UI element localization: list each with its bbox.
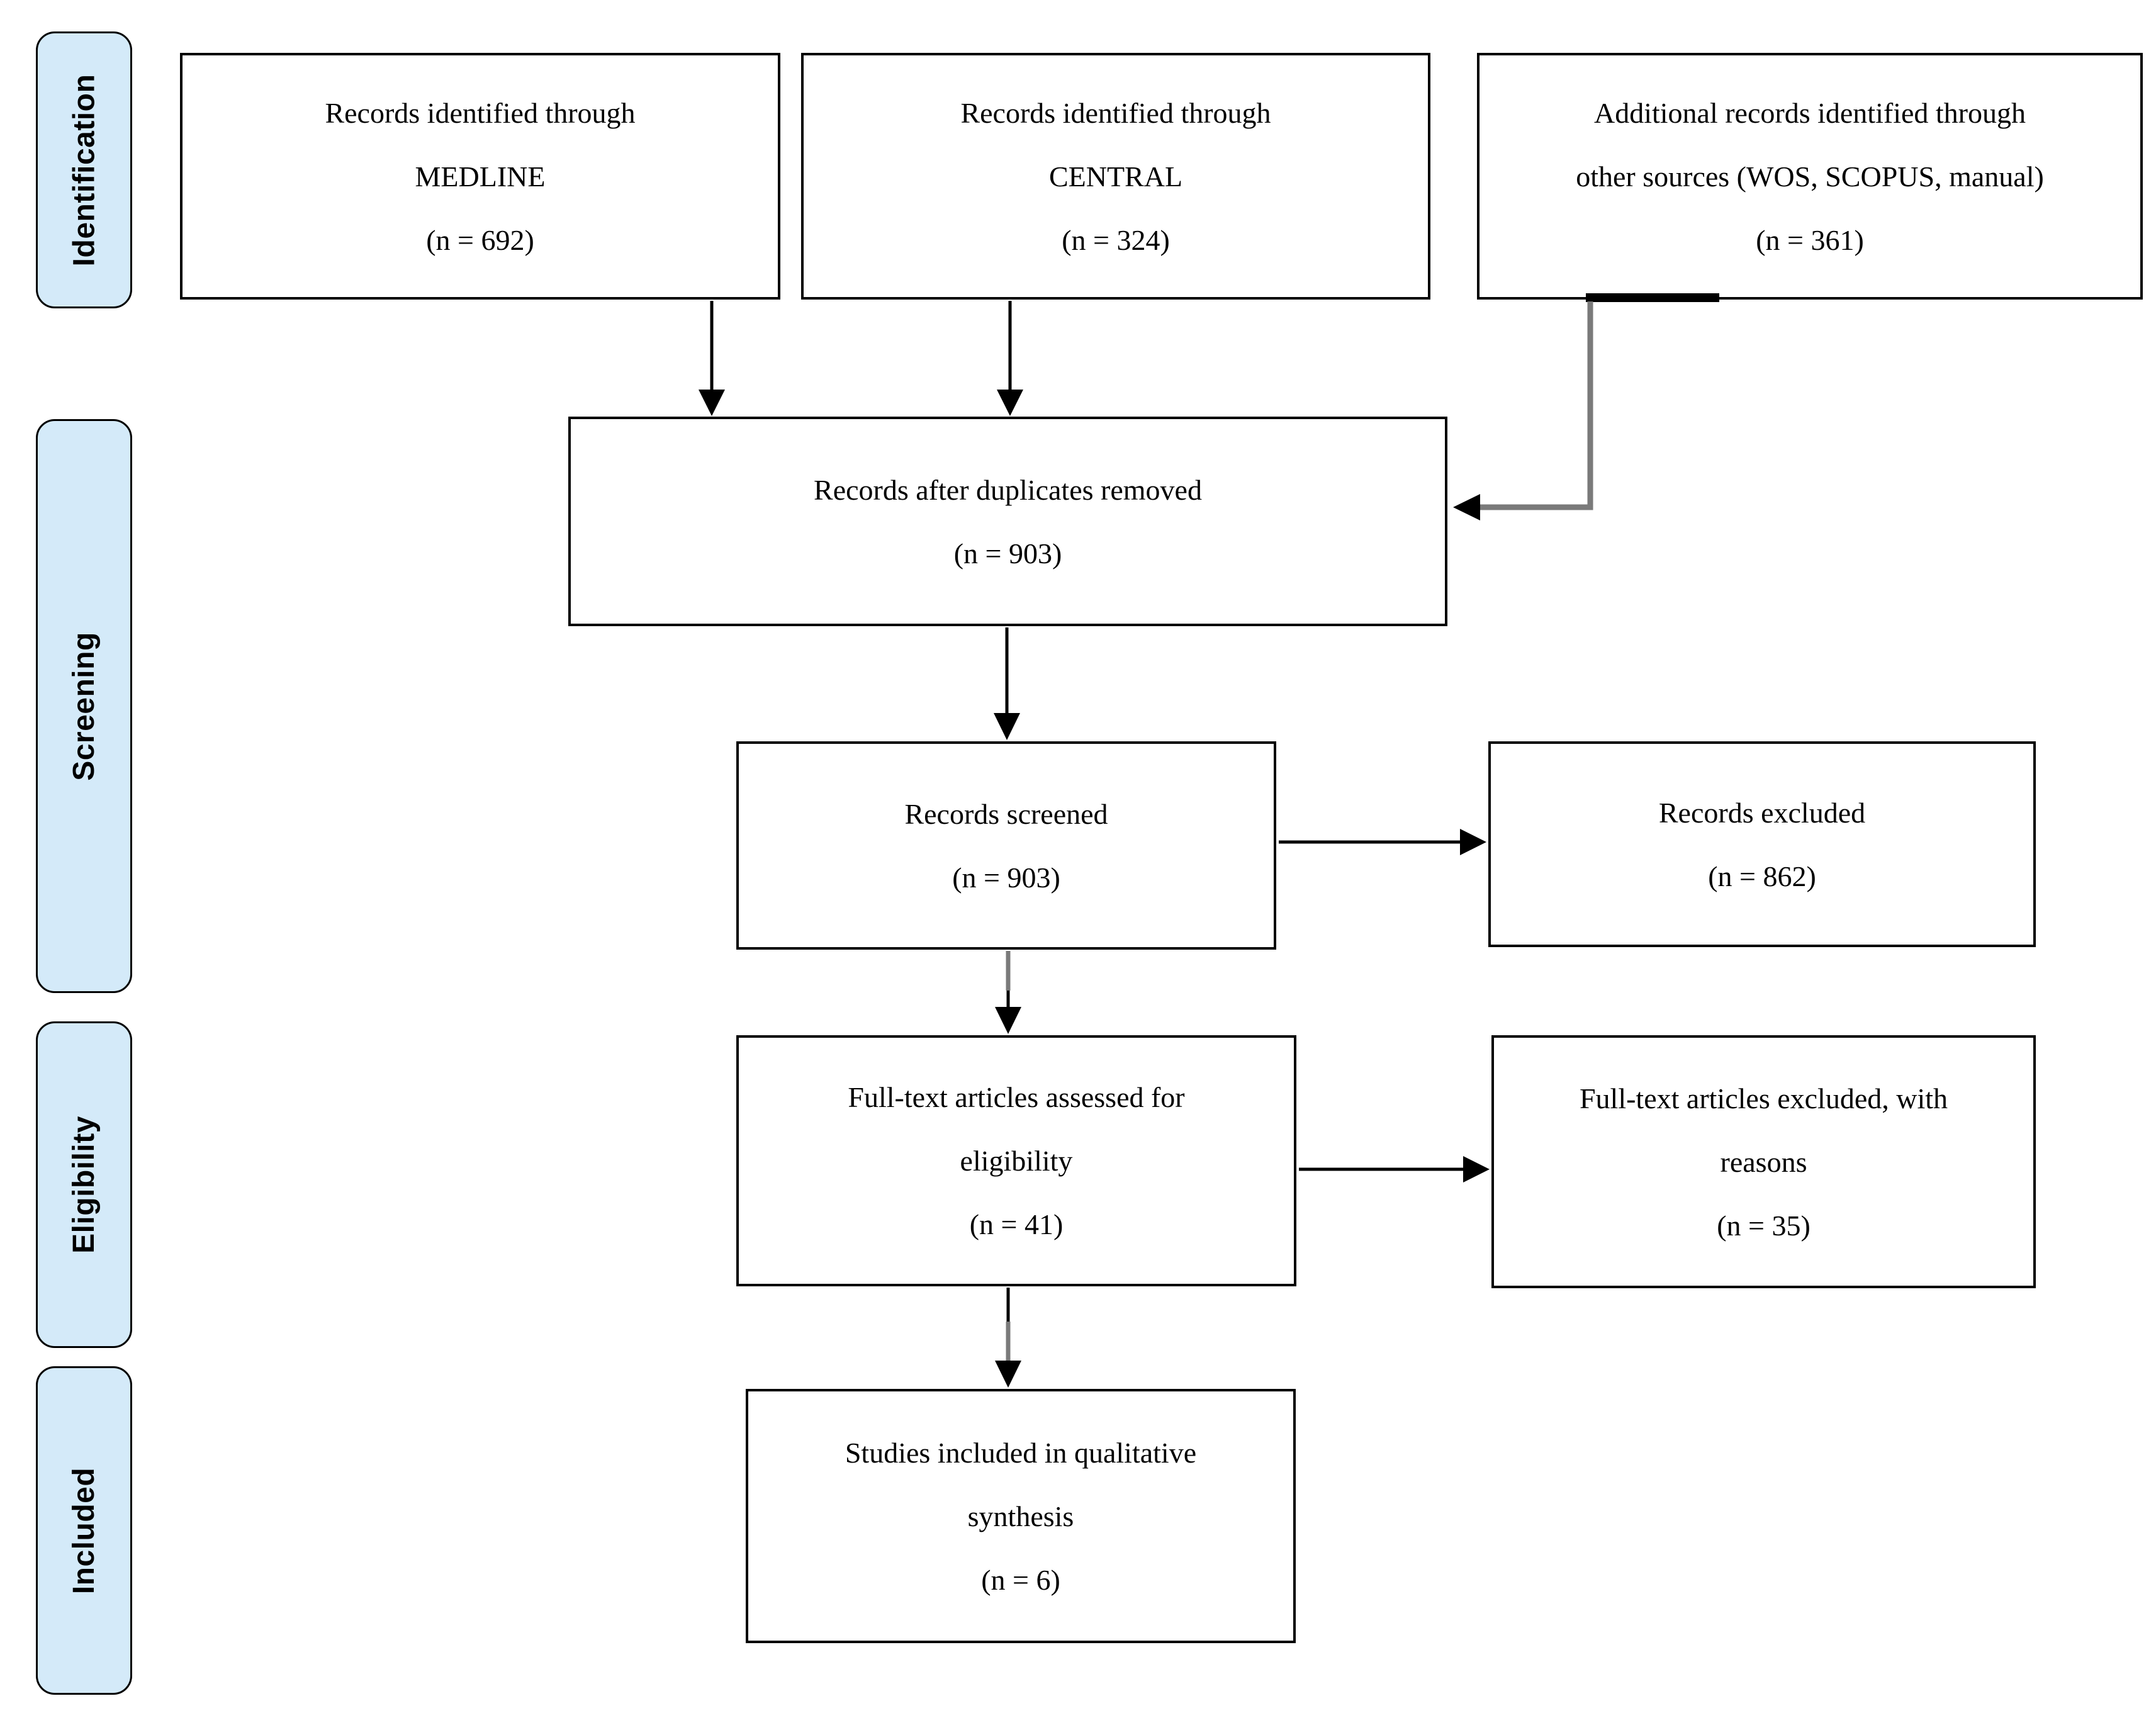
box-count: (n = 35) — [1717, 1209, 1811, 1242]
stage-identification: Identification — [36, 31, 132, 308]
arrow-screened-to-excluded — [1279, 829, 1486, 855]
box-text-line: other sources (WOS, SCOPUS, manual) — [1576, 160, 2044, 193]
box-text-line: eligibility — [960, 1145, 1073, 1177]
stage-screening: Screening — [36, 419, 132, 993]
stage-label: Identification — [67, 74, 101, 266]
box-count: (n = 41) — [969, 1208, 1064, 1240]
box-text-line: Full-text articles excluded, with — [1579, 1082, 1948, 1115]
arrowhead-down-icon — [995, 1361, 1021, 1388]
stage-label: Eligibility — [67, 1116, 101, 1254]
box-count: (n = 692) — [426, 223, 534, 256]
box-count: (n = 862) — [1708, 860, 1816, 892]
box-text-line: Records screened — [904, 797, 1108, 830]
box-text-line: Records after duplicates removed — [814, 473, 1202, 506]
arrowhead-right-icon — [1460, 829, 1486, 855]
box-text-line: reasons — [1720, 1145, 1807, 1178]
box-count: (n = 903) — [953, 537, 1062, 570]
arrow-additional-to-duplicates — [1453, 293, 1719, 520]
arrow-screened-to-fulltext — [995, 951, 1021, 1034]
box-count: (n = 6) — [981, 1563, 1060, 1596]
stage-label: Included — [67, 1467, 101, 1594]
box-text-line: Records identified through — [960, 96, 1271, 129]
box-records-central: Records identified through CENTRAL (n = … — [801, 53, 1430, 300]
box-fulltext-assessed: Full-text articles assessed for eligibil… — [736, 1035, 1296, 1286]
box-duplicates-removed: Records after duplicates removed (n = 90… — [568, 417, 1447, 626]
box-text-line: Records identified through — [325, 96, 636, 129]
box-count: (n = 903) — [952, 861, 1060, 894]
arrowhead-down-icon — [994, 713, 1020, 740]
box-records-excluded: Records excluded (n = 862) — [1488, 741, 2036, 947]
box-text-line: Full-text articles assessed for — [848, 1081, 1185, 1113]
box-records-screened: Records screened (n = 903) — [736, 741, 1276, 950]
box-records-medline: Records identified through MEDLINE (n = … — [180, 53, 780, 300]
box-fulltext-excluded: Full-text articles excluded, with reason… — [1491, 1035, 2036, 1288]
arrow-fulltext-to-excluded — [1299, 1156, 1490, 1182]
arrowhead-down-icon — [995, 1007, 1021, 1034]
arrow-duplicates-to-screened — [994, 627, 1020, 740]
arrowhead-down-icon — [997, 390, 1023, 416]
box-text-line: Additional records identified through — [1593, 96, 2026, 129]
box-count: (n = 324) — [1062, 223, 1170, 256]
arrow-fulltext-to-included — [995, 1288, 1021, 1388]
box-text-line: Records excluded — [1658, 796, 1866, 829]
box-text-line: MEDLINE — [415, 160, 546, 193]
arrowhead-left-icon — [1453, 494, 1480, 520]
box-qualitative-synthesis: Studies included in qualitative synthesi… — [746, 1389, 1296, 1643]
box-additional-records: Additional records identified through ot… — [1477, 53, 2143, 300]
box-text-line: synthesis — [967, 1500, 1074, 1532]
arrowhead-right-icon — [1463, 1156, 1490, 1182]
arrow-medline-to-duplicates — [699, 301, 725, 416]
stage-eligibility: Eligibility — [36, 1021, 132, 1348]
arrow-central-to-duplicates — [997, 301, 1023, 416]
arrowhead-down-icon — [699, 390, 725, 416]
stage-included: Included — [36, 1366, 132, 1695]
box-text-line: Studies included in qualitative — [845, 1436, 1197, 1469]
stage-label: Screening — [67, 631, 101, 781]
box-count: (n = 361) — [1756, 223, 1864, 256]
box-text-line: CENTRAL — [1048, 160, 1183, 193]
